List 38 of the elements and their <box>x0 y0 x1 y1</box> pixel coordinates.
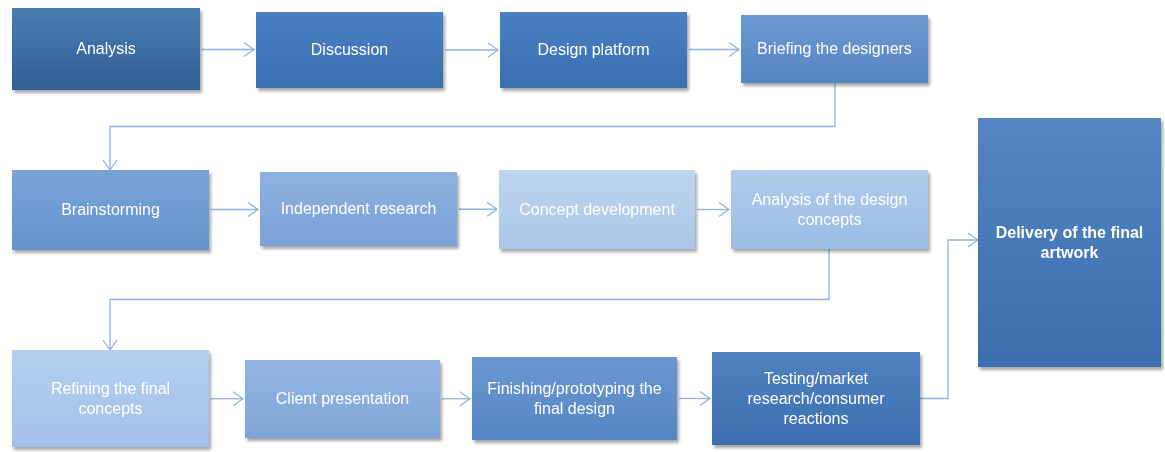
process-box <box>256 12 443 88</box>
step-label: Brainstorming <box>61 200 160 220</box>
process-box <box>731 170 928 249</box>
arrow <box>678 390 711 407</box>
step-label: Client presentation <box>275 389 410 409</box>
step-label: Finishing/prototyping the final design <box>486 378 663 419</box>
step-label: Testing/market research/consumer reactions <box>746 368 886 429</box>
step-label: Delivery of the final artwork <box>994 222 1145 263</box>
process-box <box>472 357 677 440</box>
arrow <box>210 391 244 407</box>
step-label: Analysis of the design concepts <box>750 189 909 230</box>
arrow <box>919 232 979 400</box>
arrow <box>458 201 498 217</box>
step-label: Refining the final concepts <box>49 378 172 419</box>
arrow <box>688 41 740 58</box>
arrow <box>441 391 471 407</box>
step-label: Briefing the designers <box>757 39 912 59</box>
arrow <box>444 42 499 58</box>
arrow <box>102 248 830 351</box>
step-label: Design platform <box>537 40 650 60</box>
arrow <box>201 41 255 58</box>
step-label: Discussion <box>310 40 389 60</box>
arrow <box>102 82 836 171</box>
process-box <box>499 170 695 249</box>
process-box <box>245 360 440 438</box>
process-box <box>978 118 1161 367</box>
process-box <box>260 172 457 246</box>
arrow <box>696 201 730 218</box>
process-box <box>500 12 687 88</box>
step-label: Independent research <box>280 199 437 219</box>
process-box <box>12 170 209 250</box>
process-box <box>741 15 928 83</box>
step-label: Concept development <box>519 199 675 220</box>
arrow <box>210 201 259 218</box>
step-label: Analysis <box>76 39 136 59</box>
process-box <box>712 352 920 445</box>
process-box <box>12 350 209 447</box>
process-box <box>12 8 200 90</box>
